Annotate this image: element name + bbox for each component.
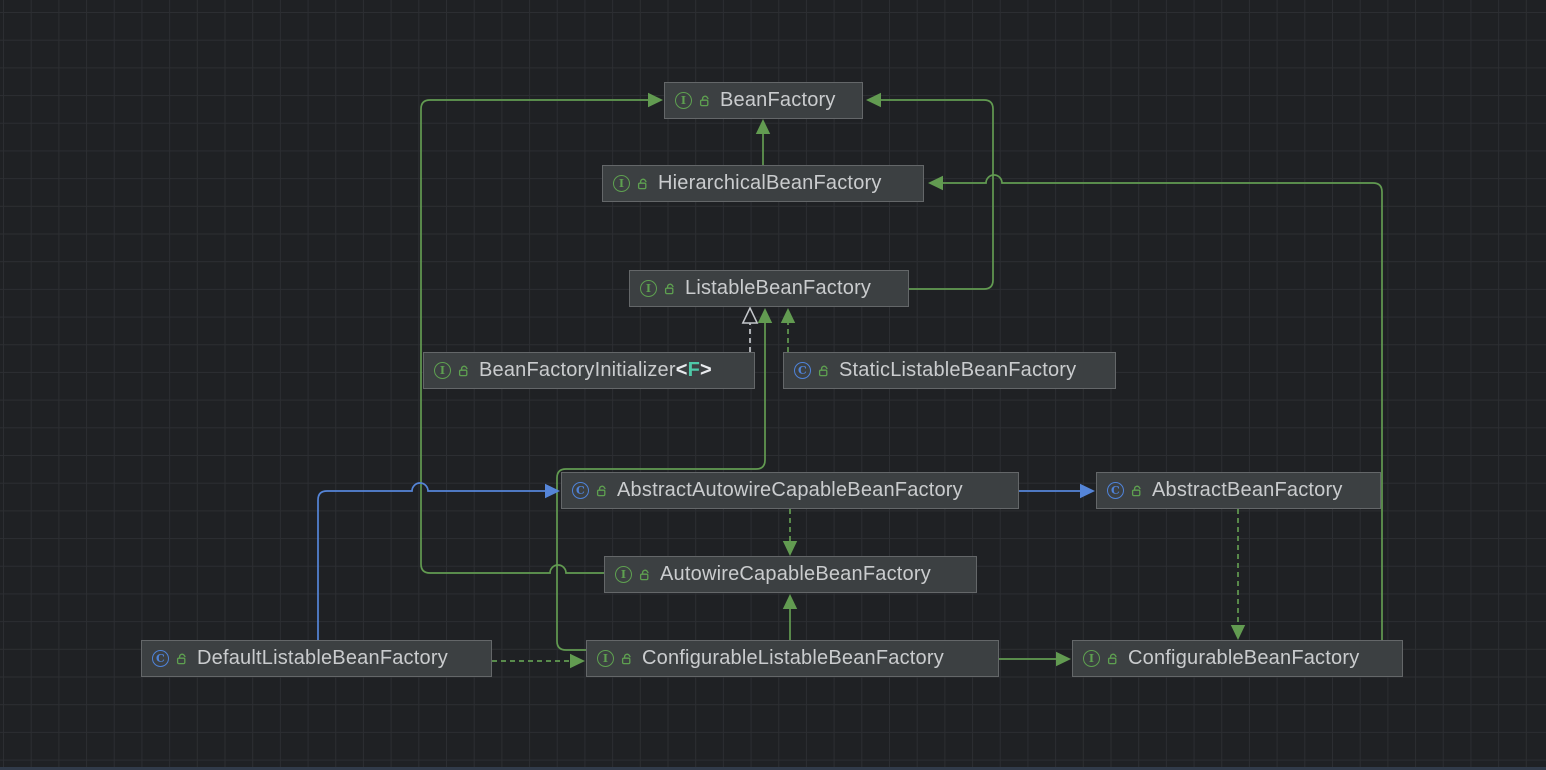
node-label: AbstractBeanFactory xyxy=(1152,479,1343,501)
edge-listable-extends-beanfactory[interactable] xyxy=(878,99,994,290)
edge-defaultlistable-extends-abstractautowire[interactable] xyxy=(317,482,548,640)
node-label: ConfigurableListableBeanFactory xyxy=(642,647,944,669)
class-icon: C xyxy=(152,650,169,667)
class-icon: C xyxy=(1107,482,1124,499)
edge-abstractautowire-implements-autowirecapable-arrowhead xyxy=(782,541,798,556)
unlocked-icon xyxy=(637,177,649,190)
edge-autowirecapable-extends-beanfactory-arrowhead xyxy=(648,92,663,108)
edge-staticlistable-implements-listable-arrowhead xyxy=(780,308,796,323)
node-bean-factory-initializer[interactable]: I BeanFactoryInitializer<F> xyxy=(423,352,755,389)
unlocked-icon xyxy=(818,364,830,377)
interface-icon: I xyxy=(434,362,451,379)
edge-hierarchical-extends-beanfactory-arrowhead xyxy=(755,119,771,134)
unlocked-icon xyxy=(664,282,676,295)
edge-configurablebf-extends-hierarchical-arrowhead xyxy=(928,175,943,191)
generic-param: F xyxy=(687,359,701,381)
edge-configlistable-extends-configurablebf-arrowhead xyxy=(1056,651,1071,667)
edge-abstractautowire-extends-abstractbf-arrowhead xyxy=(1080,483,1095,499)
edge-bfinitializer-bound-listable-arrowhead xyxy=(741,306,759,324)
node-label: DefaultListableBeanFactory xyxy=(197,647,448,669)
node-label: BeanFactory xyxy=(720,89,836,111)
class-icon: C xyxy=(794,362,811,379)
edge-autowirecapable-extends-beanfactory[interactable] xyxy=(420,99,650,574)
unlocked-icon xyxy=(699,94,711,107)
unlocked-icon xyxy=(1107,652,1119,665)
edge-configlistable-extends-listable-arrowhead xyxy=(757,308,773,323)
node-autowire-capable-bean-factory[interactable]: I AutowireCapableBeanFactory xyxy=(604,556,977,593)
generic-bracket: > xyxy=(700,359,712,381)
node-static-listable-bean-factory[interactable]: C StaticListableBeanFactory xyxy=(783,352,1116,389)
node-label: HierarchicalBeanFactory xyxy=(658,172,882,194)
node-hierarchical-bean-factory[interactable]: I HierarchicalBeanFactory xyxy=(602,165,924,202)
node-configurable-listable-bean-factory[interactable]: I ConfigurableListableBeanFactory xyxy=(586,640,999,677)
unlocked-icon xyxy=(176,652,188,665)
unlocked-icon xyxy=(458,364,470,377)
node-label: ListableBeanFactory xyxy=(685,277,872,299)
node-label: BeanFactoryInitializer xyxy=(479,359,676,381)
node-label: StaticListableBeanFactory xyxy=(839,359,1077,381)
class-icon: C xyxy=(572,482,589,499)
interface-icon: I xyxy=(615,566,632,583)
window-bottom-edge xyxy=(0,767,1546,770)
node-listable-bean-factory[interactable]: I ListableBeanFactory xyxy=(629,270,909,307)
edge-listable-extends-beanfactory-arrowhead xyxy=(866,92,881,108)
node-bean-factory[interactable]: I BeanFactory xyxy=(664,82,863,119)
edge-configurablebf-extends-hierarchical[interactable] xyxy=(940,174,1383,640)
node-abstract-bean-factory[interactable]: C AbstractBeanFactory xyxy=(1096,472,1381,509)
interface-icon: I xyxy=(613,175,630,192)
node-abstract-autowire-capable-bean-factory[interactable]: C AbstractAutowireCapableBeanFactory xyxy=(561,472,1019,509)
generic-bracket: < xyxy=(675,359,688,381)
edge-configlistable-extends-autowirecapable-arrowhead xyxy=(782,594,798,609)
unlocked-icon xyxy=(1131,484,1143,497)
unlocked-icon xyxy=(639,568,651,581)
node-label: AbstractAutowireCapableBeanFactory xyxy=(617,479,963,501)
edge-defaultlistable-implements-configlistable-arrowhead xyxy=(570,653,585,669)
edge-configlistable-extends-listable[interactable] xyxy=(556,322,766,651)
node-configurable-bean-factory[interactable]: I ConfigurableBeanFactory xyxy=(1072,640,1403,677)
edge-abstractbf-implements-configurablebf-arrowhead xyxy=(1230,625,1246,640)
node-label: ConfigurableBeanFactory xyxy=(1128,647,1360,669)
interface-icon: I xyxy=(675,92,692,109)
node-label: AutowireCapableBeanFactory xyxy=(660,563,931,585)
interface-icon: I xyxy=(640,280,657,297)
unlocked-icon xyxy=(621,652,633,665)
interface-icon: I xyxy=(597,650,614,667)
interface-icon: I xyxy=(1083,650,1100,667)
unlocked-icon xyxy=(596,484,608,497)
edge-defaultlistable-extends-abstractautowire-arrowhead xyxy=(545,483,560,499)
node-default-listable-bean-factory[interactable]: C DefaultListableBeanFactory xyxy=(141,640,492,677)
